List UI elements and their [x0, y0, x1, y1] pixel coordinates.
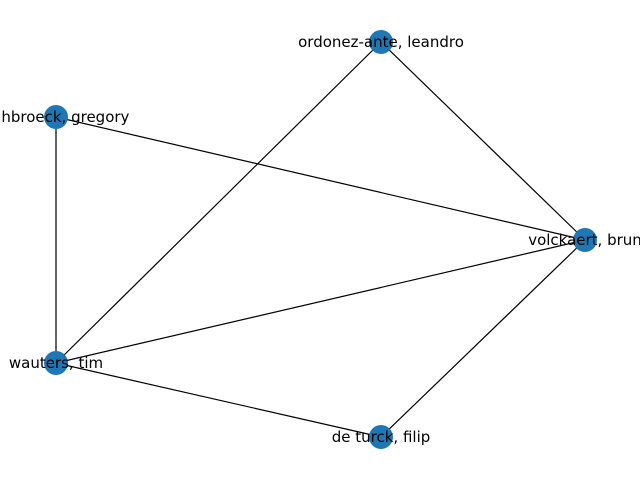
label-layer: ordonez-ante, leandro eghbroeck, gregory v… [0, 33, 640, 446]
edge-ordonez-volckaert [380, 41, 586, 241]
node-wauters [44, 351, 68, 375]
edge-volckaert-deturck [380, 239, 586, 438]
node-label-deturck: de turck, filip [332, 428, 431, 446]
edge-wauters-deturck [55, 362, 382, 438]
node-label-wauters: wauters, tim [9, 354, 103, 372]
node-ordonez [369, 30, 393, 54]
node-deturck [369, 425, 393, 449]
node-label-gregory: eghbroeck, gregory [0, 108, 130, 126]
node-label-volckaert: volckaert, brun [528, 231, 640, 249]
edge-ordonez-wauters [55, 41, 382, 364]
node-label-ordonez: ordonez-ante, leandro [298, 33, 464, 51]
edge-volckaert-wauters [55, 239, 586, 364]
node-layer [44, 30, 597, 449]
node-gregory [44, 105, 68, 129]
node-volckaert [573, 228, 597, 252]
edge-gregory-volckaert [55, 116, 586, 241]
edge-layer [55, 41, 586, 438]
